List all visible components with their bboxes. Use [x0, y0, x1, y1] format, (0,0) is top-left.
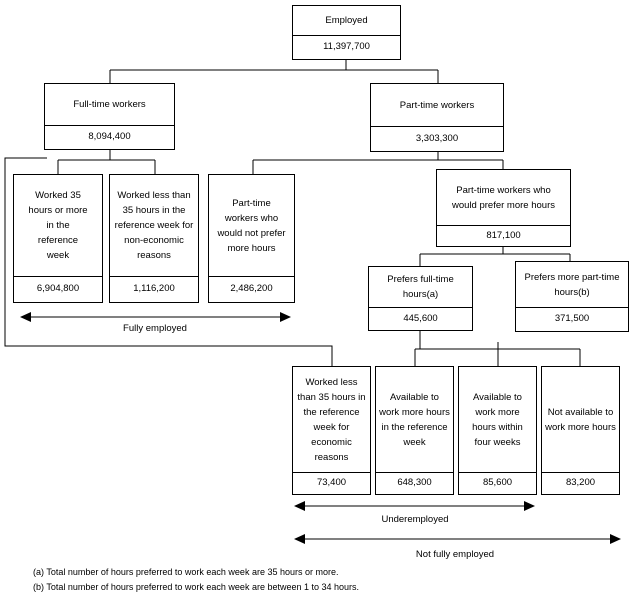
- prefers-more-part-time-value: 371,500: [554, 313, 590, 324]
- not-fully-employed-caption: Not fully employed: [415, 549, 495, 560]
- part-time-not-prefer-box: Part-time workers who would not prefer m…: [208, 174, 295, 303]
- prefers-more-part-time-label: Prefers more part-time hours(b): [516, 262, 628, 308]
- full-time-workers-label: Full-time workers: [45, 84, 174, 126]
- underemployed-caption: Underemployed: [381, 514, 449, 525]
- available-reference-week-box: Available to work more hours in the refe…: [375, 366, 454, 495]
- worked-less-non-economic-value: 1,116,200: [133, 283, 175, 294]
- footnote-b: (b) Total number of hours preferred to w…: [33, 582, 360, 592]
- not-available-label: Not available to work more hours: [542, 367, 619, 473]
- worked-35-hours-label: Worked 35 hours or more in the reference…: [14, 175, 102, 277]
- part-time-not-prefer-label: Part-time workers who would not prefer m…: [209, 175, 294, 277]
- available-four-weeks-box: Available to work more hours within four…: [458, 366, 537, 495]
- part-time-prefer-box: Part-time workers who would prefer more …: [436, 169, 571, 247]
- worked-less-non-economic-box: Worked less than 35 hours in the referen…: [109, 174, 199, 303]
- worked-35-hours-box: Worked 35 hours or more in the reference…: [13, 174, 103, 303]
- part-time-workers-label: Part-time workers: [371, 84, 503, 127]
- footnote-a: (a) Total number of hours preferred to w…: [33, 567, 339, 577]
- available-four-weeks-value: 85,600: [482, 477, 513, 488]
- worked-less-economic-label: Worked less than 35 hours in the referen…: [293, 367, 370, 473]
- worked-less-non-economic-label: Worked less than 35 hours in the referen…: [110, 175, 198, 277]
- part-time-prefer-value: 817,100: [486, 229, 521, 241]
- part-time-workers-value: 3,303,300: [415, 132, 459, 144]
- prefers-full-time-box: Prefers full-time hours(a) 445,600: [368, 266, 473, 331]
- not-available-value: 83,200: [565, 477, 596, 488]
- not-available-box: Not available to work more hours 83,200: [541, 366, 620, 495]
- employed-box: Employed 11,397,700: [292, 5, 401, 60]
- employed-label: Employed: [293, 6, 400, 36]
- available-reference-week-label: Available to work more hours in the refe…: [376, 367, 453, 473]
- part-time-not-prefer-value: 2,486,200: [230, 283, 273, 294]
- part-time-prefer-label: Part-time workers who would prefer more …: [437, 170, 570, 226]
- part-time-workers-box: Part-time workers 3,303,300: [370, 83, 504, 152]
- worked-less-economic-box: Worked less than 35 hours in the referen…: [292, 366, 371, 495]
- full-time-workers-box: Full-time workers 8,094,400: [44, 83, 175, 150]
- fully-employed-caption: Fully employed: [123, 323, 187, 334]
- worked-less-economic-value: 73,400: [316, 477, 347, 488]
- prefers-more-part-time-box: Prefers more part-time hours(b) 371,500: [515, 261, 629, 332]
- employed-value: 11,397,700: [323, 41, 370, 52]
- prefers-full-time-label: Prefers full-time hours(a): [369, 267, 472, 308]
- worked-35-hours-value: 6,904,800: [36, 283, 80, 294]
- prefers-full-time-value: 445,600: [403, 312, 438, 324]
- available-four-weeks-label: Available to work more hours within four…: [459, 367, 536, 473]
- full-time-workers-value: 8,094,400: [88, 131, 131, 142]
- available-reference-week-value: 648,300: [397, 477, 432, 488]
